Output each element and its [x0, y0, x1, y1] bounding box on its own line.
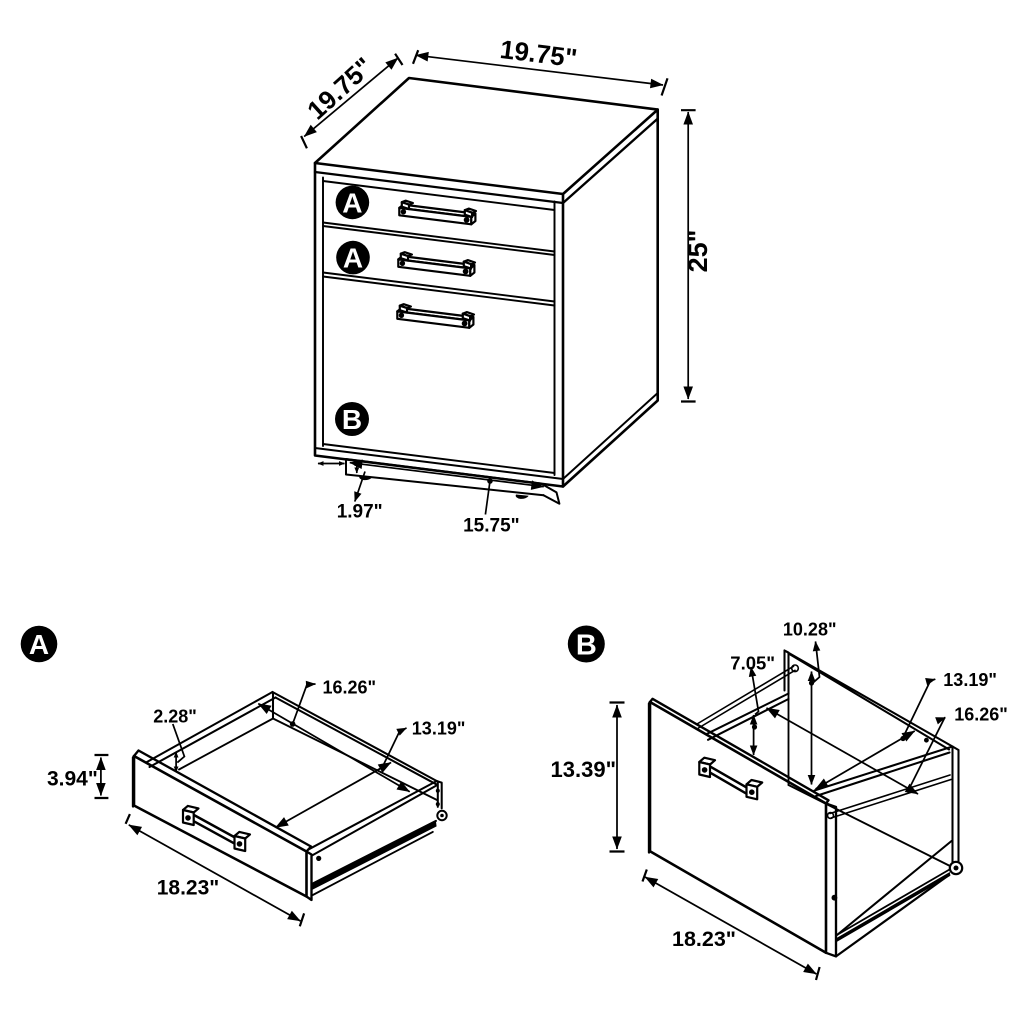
svg-text:A: A	[29, 629, 49, 660]
svg-text:B: B	[576, 630, 597, 662]
svg-text:16.26": 16.26"	[954, 705, 1008, 725]
svg-text:10.28": 10.28"	[783, 620, 837, 640]
svg-text:3.94": 3.94"	[47, 768, 98, 791]
svg-text:B: B	[342, 404, 362, 435]
svg-text:13.39": 13.39"	[551, 757, 616, 782]
svg-text:A: A	[342, 187, 362, 218]
svg-text:1.97": 1.97"	[337, 502, 383, 523]
svg-text:25": 25"	[683, 230, 713, 273]
svg-text:15.75": 15.75"	[463, 515, 520, 536]
svg-text:18.23": 18.23"	[157, 877, 220, 900]
svg-text:A: A	[343, 243, 363, 274]
svg-text:13.19": 13.19"	[412, 719, 466, 739]
svg-text:18.23": 18.23"	[672, 927, 736, 951]
svg-text:7.05": 7.05"	[730, 653, 775, 674]
svg-text:16.26": 16.26"	[323, 678, 377, 698]
svg-text:13.19": 13.19"	[943, 670, 997, 690]
svg-text:2.28": 2.28"	[153, 707, 197, 727]
